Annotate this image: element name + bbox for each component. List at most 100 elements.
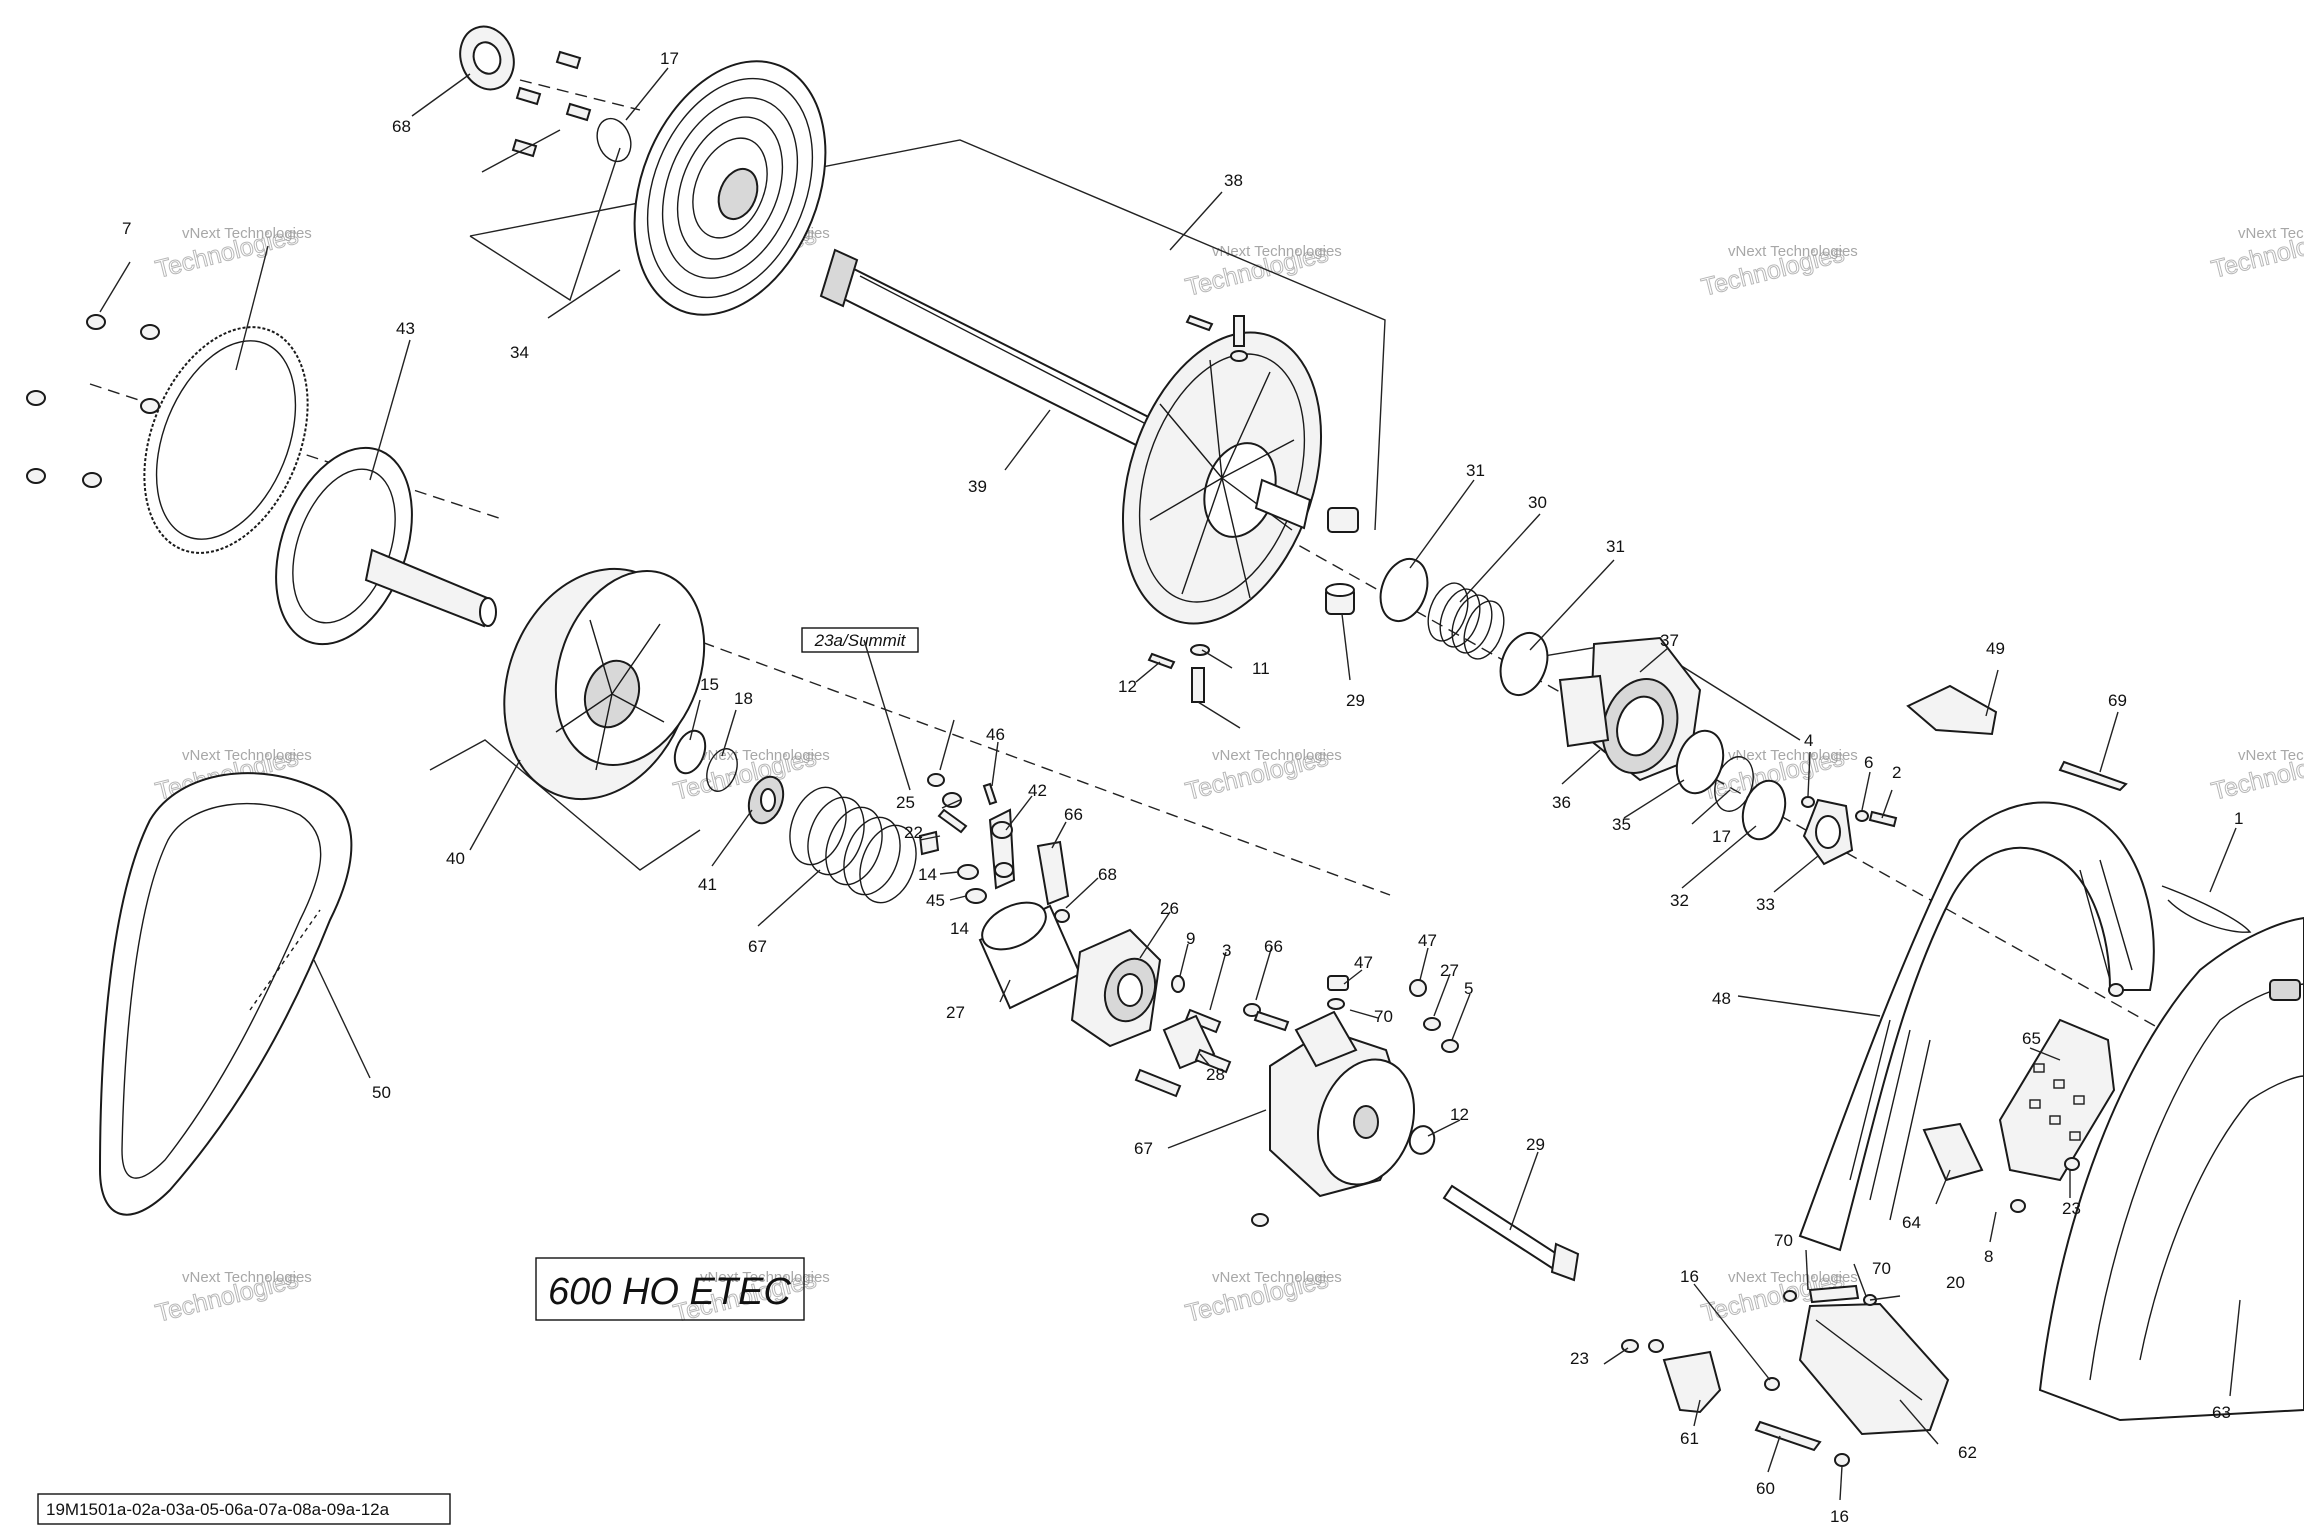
callout-43[interactable]: 43 xyxy=(396,319,415,338)
part-30-spring xyxy=(1427,582,1505,660)
callout-63[interactable]: 67 xyxy=(1134,1139,1153,1158)
callout-39[interactable]: 39 xyxy=(968,477,987,496)
callout-15b[interactable]: 14 xyxy=(950,919,969,938)
callout-26[interactable]: 28 xyxy=(1206,1065,1225,1084)
part-31-washer-2 xyxy=(1499,632,1549,696)
callout-18[interactable]: 17 xyxy=(660,49,679,68)
svg-text:vNext Technologies: vNext Technologies xyxy=(1212,747,1342,764)
callout-33[interactable]: 33 xyxy=(1756,895,1775,914)
svg-text:vNext Technologies: vNext Technologies xyxy=(1212,243,1342,260)
part-50-belt xyxy=(98,772,353,1216)
callout-48[interactable]: 48 xyxy=(1712,989,1731,1008)
callout-16[interactable]: 16 xyxy=(1680,1267,1699,1286)
callout-62[interactable]: 67 xyxy=(748,937,767,956)
part-62-spring xyxy=(789,786,917,904)
callout-25[interactable]: 26 xyxy=(1160,899,1179,918)
svg-text:vNext Technologies: vNext Technologies xyxy=(2238,747,2304,764)
part-70-screws xyxy=(511,50,592,158)
callout-51[interactable]: 60 xyxy=(1756,1479,1775,1498)
callout-60[interactable]: 70 xyxy=(1774,1231,1793,1250)
callout-12[interactable]: 12 xyxy=(1118,677,1137,696)
callout-18b[interactable]: 17 xyxy=(1712,827,1731,846)
svg-text:vNext Technologies: vNext Technologies xyxy=(1728,1269,1858,1286)
callout-27[interactable]: 27 xyxy=(946,1003,965,1022)
part-top-hardware xyxy=(1243,975,1459,1053)
part-41-washer xyxy=(747,775,785,825)
callout-35[interactable]: 35 xyxy=(1612,815,1631,834)
callout-56[interactable]: 65 xyxy=(2022,1029,2041,1048)
callout-30[interactable]: 30 xyxy=(1528,493,1547,512)
callout-46[interactable]: 46 xyxy=(986,725,1005,744)
callout-52[interactable]: 61 xyxy=(1680,1429,1699,1448)
callout-20[interactable]: 20 xyxy=(1946,1273,1965,1292)
callout-28[interactable]: 29 xyxy=(1526,1135,1545,1154)
callout-40[interactable]: 40 xyxy=(446,849,465,868)
part-16-21-screws xyxy=(1621,1290,1877,1467)
callout-44[interactable]: 45 xyxy=(926,891,945,910)
callout-47[interactable]: 47 xyxy=(1418,931,1437,950)
callout-5[interactable]: 5 xyxy=(1464,979,1473,998)
svg-text:vNext Technologies: vNext Technologies xyxy=(182,1269,312,1286)
part-34-fixed-sheave xyxy=(633,60,827,316)
callout-38[interactable]: 38 xyxy=(1224,171,1243,190)
callout-45[interactable]: 47 xyxy=(1354,953,1373,972)
callout-31b[interactable]: 31 xyxy=(1606,537,1625,556)
callout-32[interactable]: 32 xyxy=(1670,891,1689,910)
callout-11[interactable]: 12 xyxy=(1450,1105,1469,1124)
callout-14[interactable]: 15 xyxy=(700,675,719,694)
part-3-9-26 xyxy=(1134,975,1232,1098)
callout-53[interactable]: 62 xyxy=(1958,1443,1977,1462)
part-18-circlip-2 xyxy=(1714,756,1754,812)
callout-31[interactable]: 31 xyxy=(1466,461,1485,480)
callout-66[interactable]: 66 xyxy=(1264,937,1283,956)
axis-seal xyxy=(519,79,641,111)
callout-22[interactable]: 22 xyxy=(904,823,923,842)
callout-7[interactable]: 8 xyxy=(1984,1247,1993,1266)
callout-3[interactable]: 3 xyxy=(1222,941,1231,960)
callout-54[interactable]: 63 xyxy=(2212,1403,2231,1422)
callout-23[interactable]: 25 xyxy=(896,793,915,812)
part-29-bushing xyxy=(1325,583,1355,615)
drawing-code: 19M1501a-02a-03a-05-06a-07a-08a-09a-12a xyxy=(46,1500,390,1519)
part-1-pin xyxy=(2161,885,2252,933)
callout-21[interactable]: 23 xyxy=(2062,1199,2081,1218)
callout-24[interactable]: 27 xyxy=(1440,961,1459,980)
callout-6[interactable]: 6 xyxy=(1864,753,1873,772)
callout-9[interactable]: 9 xyxy=(1186,929,1195,948)
callout-41[interactable]: 41 xyxy=(698,875,717,894)
callout-59[interactable]: 69 xyxy=(2108,691,2127,710)
callout-1[interactable]: 1 xyxy=(2234,809,2243,828)
callout-37[interactable]: 37 xyxy=(1660,631,1679,650)
callout-61[interactable]: 70 xyxy=(1374,1007,1393,1026)
svg-text:vNext Technologies: vNext Technologies xyxy=(182,747,312,764)
callout-36[interactable]: 36 xyxy=(1552,793,1571,812)
callout-4[interactable]: 4 xyxy=(1804,731,1813,750)
callout-29[interactable]: 29 xyxy=(1346,691,1365,710)
callout-50[interactable]: 50 xyxy=(372,1083,391,1102)
variant-box: 23a/Summit xyxy=(801,627,919,653)
callout-64[interactable]: 66 xyxy=(1064,805,1083,824)
callout-15[interactable]: 14 xyxy=(918,865,937,884)
callout-8[interactable]: 7 xyxy=(122,219,131,238)
callout-34[interactable]: 34 xyxy=(510,343,529,362)
part-28-bolt xyxy=(1442,1184,1580,1282)
part-17-circlip xyxy=(706,748,738,792)
callout-2[interactable]: 2 xyxy=(1892,763,1901,782)
callout-60b[interactable]: 70 xyxy=(1872,1259,1891,1278)
callout-21b[interactable]: 23 xyxy=(1570,1349,1589,1368)
callout-42[interactable]: 42 xyxy=(1028,781,1047,800)
callout-17[interactable]: 18 xyxy=(734,689,753,708)
callout-49[interactable]: 49 xyxy=(1986,639,2005,658)
callout-55[interactable]: 64 xyxy=(1902,1213,1921,1232)
model-box: 600 HO ETEC xyxy=(535,1257,805,1321)
callout-10[interactable]: 11 xyxy=(1252,659,1270,678)
callout-65[interactable]: 68 xyxy=(1098,865,1117,884)
callout-16b[interactable]: 16 xyxy=(1830,1507,1849,1526)
callout-57[interactable]: 68 xyxy=(392,117,411,136)
